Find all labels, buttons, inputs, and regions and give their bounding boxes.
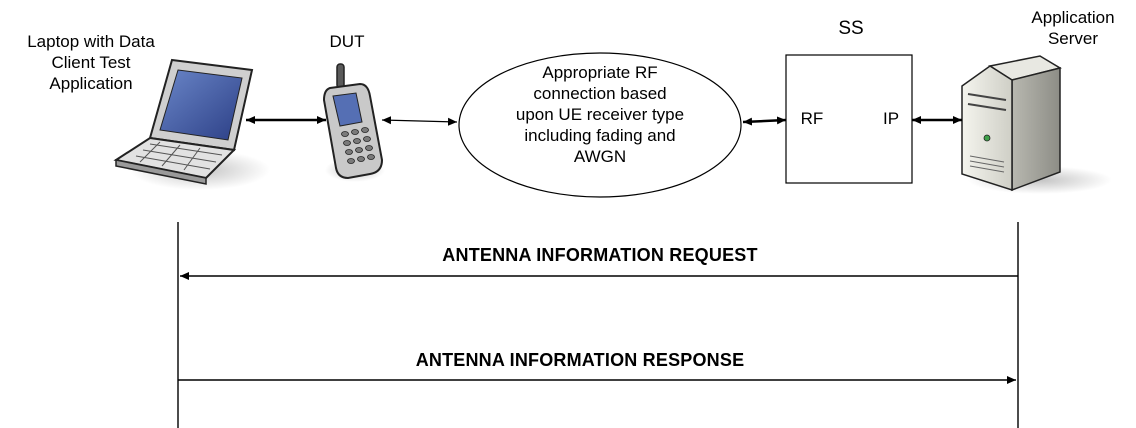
request-message-label: ANTENNA INFORMATION REQUEST	[442, 245, 758, 265]
server-label: Application Server	[1031, 8, 1115, 48]
ss-ip-port-label: IP	[882, 109, 900, 128]
rf-ss-link	[742, 116, 787, 126]
server-icon	[961, 55, 1112, 194]
dut-label: DUT	[329, 32, 365, 51]
laptop-icon	[113, 58, 270, 190]
rf-connection-ellipse	[458, 52, 742, 198]
dut-rf-link	[381, 116, 458, 126]
ss-box	[785, 54, 913, 184]
ss-rf-port-label: RF	[800, 109, 824, 128]
rf-connection-label: Appropriate RF connection based upon UE …	[515, 63, 685, 166]
response-message-label: ANTENNA INFORMATION RESPONSE	[415, 350, 745, 370]
phone-icon	[322, 63, 385, 182]
ss-label: SS	[838, 18, 864, 39]
laptop-label: Laptop with Data Client Test Application	[27, 32, 155, 93]
